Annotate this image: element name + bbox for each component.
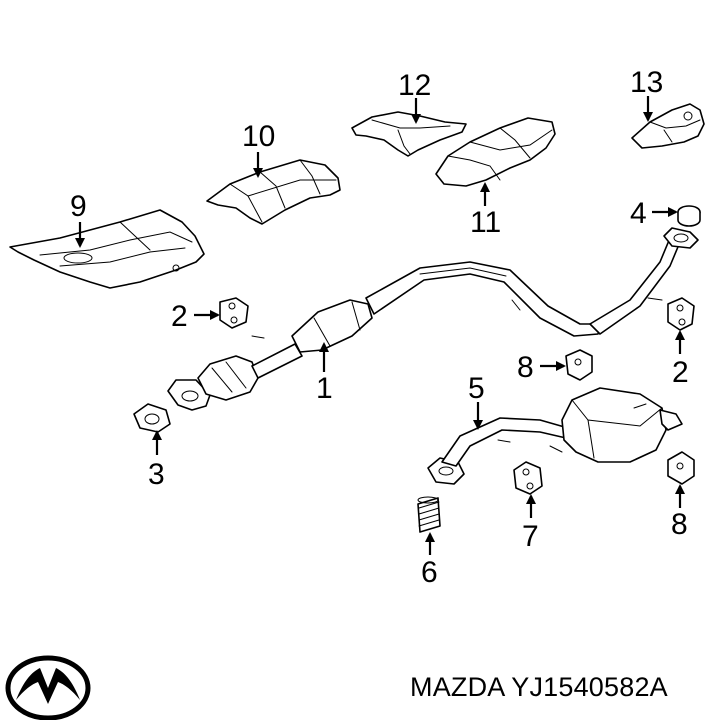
callout-7: 7 bbox=[522, 520, 539, 553]
callout-12: 12 bbox=[398, 69, 431, 102]
callout-10: 10 bbox=[242, 120, 275, 153]
mount-4 bbox=[677, 205, 701, 227]
front-pipe-assembly-1 bbox=[167, 227, 699, 411]
callout-numbers: 9 10 12 11 13 4 2 2 8 1 5 3 6 7 8 bbox=[70, 66, 689, 589]
callout-9: 9 bbox=[70, 190, 87, 223]
muffler-assembly-5 bbox=[427, 387, 683, 485]
callout-2-left: 2 bbox=[171, 300, 188, 333]
rubber-mount-2-left bbox=[219, 297, 249, 329]
rubber-mount-2-right bbox=[667, 297, 695, 331]
callout-3: 3 bbox=[148, 458, 165, 491]
rubber-mount-7 bbox=[513, 461, 543, 495]
callout-8-middle: 8 bbox=[517, 351, 534, 384]
part-number: YJ1540582A bbox=[511, 672, 668, 702]
callout-6: 6 bbox=[421, 556, 438, 589]
callout-1: 1 bbox=[316, 372, 333, 405]
callout-2-right: 2 bbox=[672, 356, 689, 389]
gasket-3 bbox=[133, 403, 171, 433]
heat-shield-10 bbox=[206, 159, 341, 225]
callout-4: 4 bbox=[630, 197, 647, 230]
spring-6 bbox=[417, 496, 441, 533]
hanger-8-middle bbox=[565, 349, 593, 381]
brand-name: MAZDA bbox=[410, 672, 505, 702]
callout-11: 11 bbox=[470, 206, 501, 239]
hanger-8-right bbox=[667, 451, 695, 485]
leader-lines bbox=[75, 96, 685, 555]
callout-5: 5 bbox=[468, 372, 485, 405]
heat-shield-13 bbox=[631, 103, 705, 149]
mazda-logo-icon bbox=[5, 655, 91, 720]
heat-shield-11 bbox=[435, 117, 556, 187]
heat-shield-9 bbox=[9, 209, 205, 289]
brand-part-number: MAZDA YJ1540582A bbox=[410, 672, 668, 703]
heat-shield-12 bbox=[351, 111, 467, 157]
callout-13: 13 bbox=[630, 66, 663, 99]
callout-8-right: 8 bbox=[671, 508, 688, 541]
